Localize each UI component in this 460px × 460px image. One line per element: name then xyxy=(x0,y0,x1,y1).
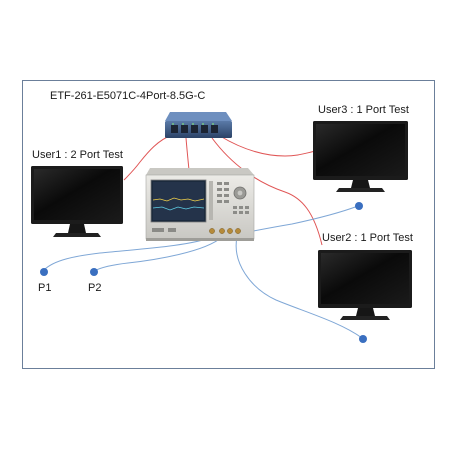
port-user2-dot xyxy=(359,335,367,343)
diagram-frame xyxy=(22,80,435,369)
ethernet-cable-user1 xyxy=(123,134,173,181)
monitor-icon xyxy=(313,121,408,192)
rf-cables xyxy=(43,205,363,339)
rf-cable-p2 xyxy=(93,236,223,272)
port-p1-dot xyxy=(40,268,48,276)
port-user3-dot xyxy=(355,202,363,210)
network-switch-icon xyxy=(165,112,232,138)
user3-label: User3 : 1 Port Test xyxy=(318,104,409,116)
diagram-title: ETF-261-E5071C-4Port-8.5G-C xyxy=(50,90,206,102)
ethernet-cable-analyzer xyxy=(185,137,190,171)
port-p2-label: P2 xyxy=(88,282,102,294)
ethernet-cable-user3 xyxy=(219,135,317,157)
port-p1-label: P1 xyxy=(38,282,52,294)
network-analyzer-icon xyxy=(145,168,255,241)
monitor-icon xyxy=(31,166,123,237)
user2-label: User2 : 1 Port Test xyxy=(322,232,413,244)
monitor-icon xyxy=(318,250,412,320)
rf-cable-user2-port xyxy=(235,236,363,339)
user1-label: User1 : 2 Port Test xyxy=(32,149,123,161)
rf-cable-p1 xyxy=(43,236,213,271)
port-p2-dot xyxy=(90,268,98,276)
